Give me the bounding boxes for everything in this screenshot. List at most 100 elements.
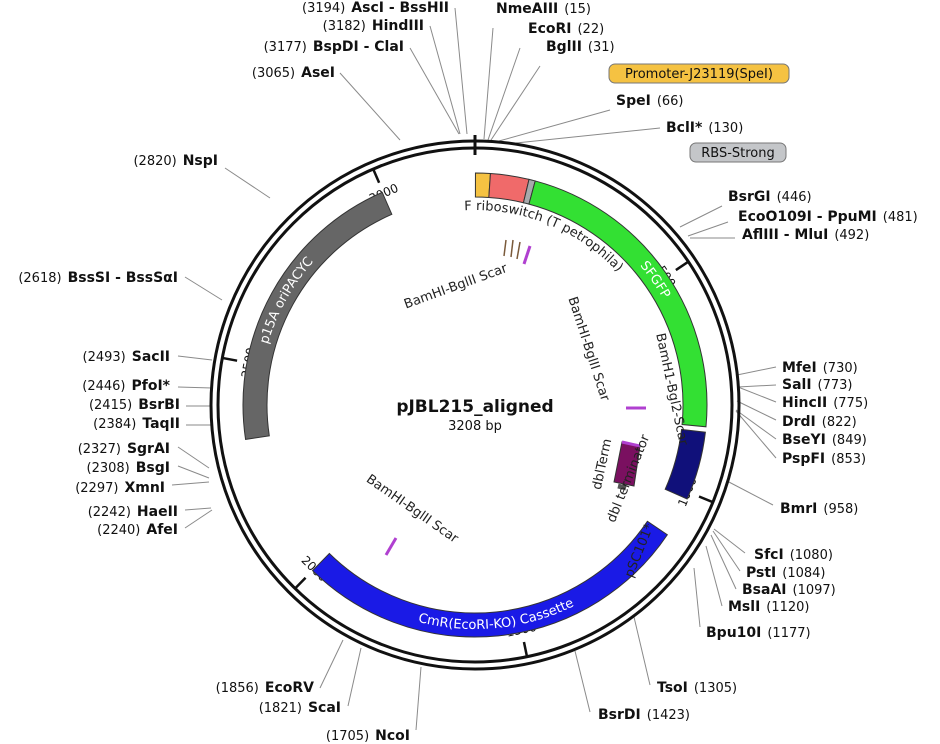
- site-msli[interactable]: MslI (1120): [728, 599, 810, 615]
- site-name: BsaAI: [742, 582, 787, 598]
- site-hindiii[interactable]: (3182)HindIII: [323, 18, 424, 34]
- site-afei[interactable]: (2240)AfeI: [97, 522, 178, 538]
- site-leader: [487, 47, 521, 141]
- site-spei[interactable]: SpeI(66): [616, 93, 684, 109]
- svg-text:(2242)HaeII: (2242)HaeII: [88, 504, 178, 520]
- site-bpu10i[interactable]: Bpu10I(1177): [706, 625, 811, 641]
- svg-text:(2240)AfeI: (2240)AfeI: [97, 522, 178, 538]
- site-leader: [574, 650, 591, 713]
- feature-cmr-ecori-ko-cassette[interactable]: [311, 520, 669, 638]
- site-labels: NmeAIII(15) EcoRI(22) BglII(31) SpeI(66) Bcl…: [18, 0, 917, 744]
- site-position: (2446): [82, 379, 125, 394]
- site-bspdi-clai[interactable]: (3177)BspDI - ClaI: [264, 39, 404, 55]
- svg-text:BsaAI(1097): BsaAI(1097): [742, 582, 836, 598]
- feature-sfgfp[interactable]: [528, 180, 708, 428]
- site-position: (849): [832, 433, 867, 448]
- site-name: AseI: [301, 65, 335, 81]
- svg-text:BglII(31): BglII(31): [546, 39, 615, 55]
- site-drdi[interactable]: DrdI(822): [782, 414, 857, 430]
- site-bsssi-bsss-i[interactable]: (2618)BssSI - BssSαI: [18, 270, 178, 286]
- svg-text:(2820)NspI: (2820)NspI: [133, 153, 218, 169]
- site-scai[interactable]: (1821)ScaI: [259, 700, 341, 716]
- feature-dblterm[interactable]: [664, 428, 706, 500]
- svg-text:TsoI(1305): TsoI(1305): [657, 680, 737, 696]
- feature-badge-rbs-strong[interactable]: RBS-Strong: [689, 142, 787, 163]
- site-name: AflIII - MluI: [742, 227, 828, 243]
- site-bsgi[interactable]: (2308) BsgI: [87, 460, 170, 476]
- site-asci-bsshii[interactable]: (3194)AscI - BssHII: [302, 0, 449, 16]
- site-bsrgi[interactable]: BsrGI(446): [728, 189, 812, 205]
- site-leader: [710, 534, 737, 590]
- inner-label-bamhi-bglii-scar: BamHI-BglII Scar: [402, 261, 510, 312]
- inner-label-bamhi-bglii-scar: BamHI-BglII Scar: [363, 472, 461, 547]
- site-position: (1423): [647, 708, 690, 723]
- site-position: (1705): [326, 729, 369, 744]
- site-name: MslI: [728, 599, 760, 615]
- site-name: NspI: [183, 153, 218, 169]
- site-position: (2308): [87, 461, 130, 476]
- site-name: AscI - BssHII: [351, 0, 449, 16]
- site-hincii[interactable]: HincII(775): [782, 395, 868, 411]
- site-nmeaiii[interactable]: NmeAIII(15): [496, 1, 591, 17]
- site-bsaai[interactable]: BsaAI(1097): [742, 582, 836, 598]
- site-haeii[interactable]: (2242)HaeII: [88, 504, 178, 520]
- site-pfoi[interactable]: (2446)PfoI*: [82, 378, 170, 394]
- site-leader: [171, 481, 210, 486]
- site-leader: [177, 465, 210, 479]
- site-leader: [737, 386, 777, 403]
- site-sacii[interactable]: (2493)SacII: [83, 349, 170, 365]
- site-bsrdi[interactable]: BsrDI (1423): [598, 707, 690, 723]
- site-ncoi[interactable]: (1705)NcoI: [326, 728, 410, 744]
- site-bglii[interactable]: BglII(31): [546, 39, 615, 55]
- site-bsrbi[interactable]: (2415)BsrBI: [89, 397, 180, 413]
- svg-text:NmeAIII(15): NmeAIII(15): [496, 1, 591, 17]
- site-ecoo109i-ppumi[interactable]: EcoO109I - PpuMI(481): [738, 209, 918, 225]
- site-nspi[interactable]: (2820)NspI: [133, 153, 218, 169]
- feature-badge-promoter-j23119-spei[interactable]: Promoter-J23119(SpeI): [608, 63, 790, 84]
- site-mfei[interactable]: MfeI(730): [782, 360, 858, 376]
- site-position: (22): [577, 22, 604, 37]
- svg-text:(3182)HindIII: (3182)HindIII: [323, 18, 424, 34]
- site-position: (2242): [88, 505, 131, 520]
- site-bmri[interactable]: BmrI(958): [780, 501, 858, 517]
- site-sali[interactable]: SalI(773): [782, 377, 853, 393]
- site-position: (1080): [790, 548, 833, 563]
- site-name: BclI*: [666, 120, 703, 136]
- site-bseyi[interactable]: BseYI(849): [782, 432, 867, 448]
- site-afliii-mlui[interactable]: AflIII - MluI(492): [742, 227, 869, 243]
- site-sgrai[interactable]: (2327)SgrAI: [78, 441, 170, 457]
- site-tsoi[interactable]: TsoI(1305): [657, 680, 737, 696]
- site-leader: [737, 384, 777, 388]
- site-position: (1120): [766, 600, 809, 615]
- site-name: BsrDI: [598, 707, 641, 723]
- site-position: (2297): [75, 481, 118, 496]
- svg-text:RBS-Strong: RBS-Strong: [701, 146, 775, 161]
- site-leader: [184, 276, 223, 301]
- tick-mark: [294, 576, 307, 590]
- site-sfci[interactable]: SfcI(1080): [754, 547, 833, 563]
- svg-text:(2618)BssSI - BssSαI: (2618)BssSI - BssSαI: [18, 270, 178, 286]
- site-name: NmeAIII: [496, 1, 558, 17]
- site-xmni[interactable]: (2297)XmnI: [75, 480, 165, 496]
- site-ecorv[interactable]: (1856)EcoRV: [216, 680, 314, 696]
- site-leader: [705, 545, 723, 607]
- feature-p15a-oripacyc[interactable]: [242, 191, 393, 440]
- plasmid-length: 3208 bp: [448, 419, 502, 434]
- site-name: BsgI: [136, 460, 170, 476]
- svg-text:PspFI(853): PspFI(853): [782, 451, 866, 467]
- site-psti[interactable]: PstI(1084): [746, 565, 825, 581]
- feature-promoter-j23119-spei[interactable]: [474, 172, 491, 198]
- site-asei[interactable]: (3065)AseI: [252, 65, 335, 81]
- svg-text:BclI*(130): BclI*(130): [666, 120, 743, 136]
- site-taqii[interactable]: (2384)TaqII: [93, 416, 180, 432]
- site-bcli[interactable]: BclI*(130): [666, 120, 743, 136]
- site-ecori[interactable]: EcoRI(22): [528, 21, 604, 37]
- site-leader: [347, 647, 362, 707]
- site-leader: [483, 27, 494, 140]
- site-pspfi[interactable]: PspFI(853): [782, 451, 866, 467]
- site-name: TaqII: [142, 416, 180, 432]
- site-leader: [498, 109, 611, 142]
- svg-text:SalI(773): SalI(773): [782, 377, 853, 393]
- svg-text:(1856)EcoRV: (1856)EcoRV: [216, 680, 314, 696]
- feature-f-riboswitch-t-petrophila[interactable]: [488, 172, 530, 204]
